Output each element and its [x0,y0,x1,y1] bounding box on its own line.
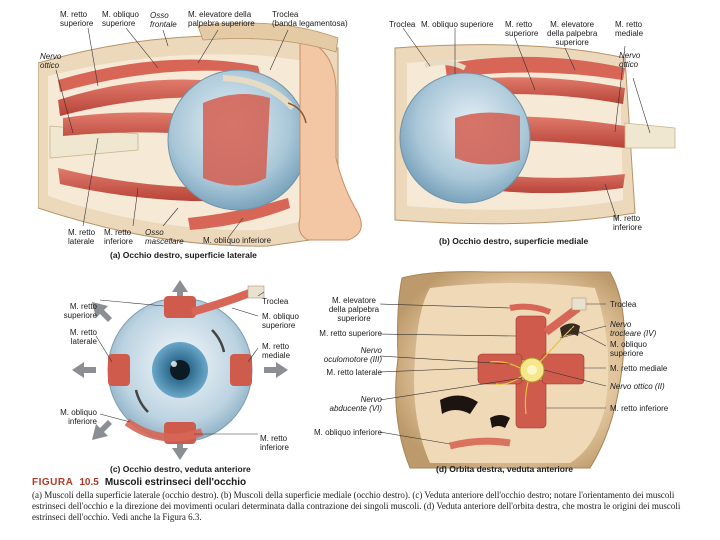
label-d-m-retto-laterale: M. retto laterale [310,368,382,377]
label-a-m-obliquo-superiore: M. obliquo superiore [102,10,139,28]
label-a-m-retto-inferiore: M. retto inferiore [104,228,133,246]
label-b-m-retto-mediale: M. retto mediale [615,20,643,38]
label-d-m-obliquo-inferiore: M. obliquo inferiore [310,428,382,437]
label-d-m-retto-mediale: M. retto mediale [610,364,667,373]
label-c-m-retto-laterale: M. retto laterale [52,328,97,346]
figure-caption: FIGURA 10.5 Muscoli estrinseci dell'occhio… [32,477,688,523]
label-a-osso-mascellare: Osso mascellare [145,228,184,246]
trochlea-d [572,298,586,310]
label-c-m-retto-superiore: M. retto superiore [52,302,97,320]
label-a-m-retto-laterale: M. retto laterale [68,228,95,246]
label-d-m-elevatore: M. elevatore della palpebra superiore [324,296,384,323]
figure-label: FIGURA [32,477,73,488]
label-d-nervo-ottico: Nervo ottico (II) [610,382,665,391]
label-a-nervo-ottico: Nervo ottico [40,52,61,70]
panel-a-lateral-view: M. retto superiore M. obliquo superiore … [38,8,378,270]
rectus-inferior-muscle-d [516,380,546,428]
label-a-osso-frontale: Osso frontale [150,11,177,29]
label-d-nervo-trocleare: Nervo trocleare (IV) [610,320,656,338]
rectus-lateral-muscle-c [108,354,130,386]
rectus-medial-muscle-c [230,354,252,386]
rectus-medial-muscle-d [542,354,584,384]
label-c-m-retto-mediale: M. retto mediale [262,342,290,360]
label-c-m-obliquo-superiore: M. obliquo superiore [262,312,299,330]
label-b-nervo-ottico: Nervo ottico [619,51,640,69]
label-a-troclea: Troclea (banda legamentosa) [272,10,348,28]
label-d-troclea: Troclea [610,300,636,309]
panel-c-anterior-view: M. retto superiore M. retto laterale M. … [52,272,318,478]
label-c-m-obliquo-inferiore: M. obliquo inferiore [52,408,97,426]
figure-heading: FIGURA 10.5 Muscoli estrinseci dell'occhio [32,477,688,488]
panel-a-caption: (a) Occhio destro, superficie laterale [110,250,257,260]
panel-b-caption: (b) Occhio destro, superficie mediale [439,236,588,246]
label-b-m-obliquo-superiore: M. obliquo superiore [421,20,493,29]
label-b-m-retto-inferiore: M. retto inferiore [613,214,642,232]
rectus-superior-muscle-d [516,316,546,360]
label-b-m-elevatore: M. elevatore della palpebra superiore [547,20,597,47]
label-a-m-elevatore: M. elevatore della palpebra superiore [188,10,255,28]
label-d-m-obliquo-superiore: M. obliquo superiore [610,340,647,358]
panel-c-caption: (c) Occhio destro, veduta anteriore [110,464,251,474]
panel-d-caption: (d) Orbita destra, veduta anteriore [436,464,573,474]
label-b-m-retto-superiore: M. retto superiore [505,20,538,38]
figure-number: 10.5 [79,477,98,488]
rectus-superior-muscle-c [164,296,196,318]
label-c-m-retto-inferiore: M. retto inferiore [260,434,289,452]
label-d-m-retto-inferiore: M. retto inferiore [610,404,668,413]
figure-caption-text: (a) Muscoli della superficie laterale (o… [32,490,688,523]
label-d-nervo-oculomotore: Nervo oculomotore (III) [310,346,382,364]
panel-d-orbit-anterior-view: M. elevatore della palpebra superiore M.… [310,268,690,478]
label-d-m-retto-superiore: M. retto superiore [310,329,382,338]
label-a-m-obliquo-inferiore: M. obliquo inferiore [203,236,271,245]
label-b-troclea: Troclea [389,20,415,29]
figure-title: Muscoli estrinseci dell'occhio [105,477,246,488]
panel-b-medial-view: Troclea M. obliquo superiore M. retto su… [385,8,685,253]
nose-profile [299,38,361,240]
label-a-m-retto-superiore: M. retto superiore [60,10,93,28]
label-c-troclea: Troclea [262,297,288,306]
label-d-nervo-abducente: Nervo abducente (VI) [310,395,382,413]
